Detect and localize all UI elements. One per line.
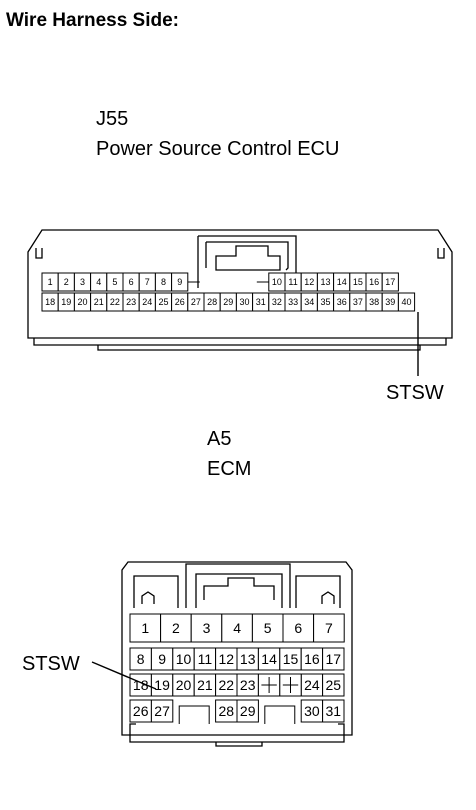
connector2-terminal-6-label: 6 [294, 620, 302, 636]
connector2-terminal-12-label: 12 [219, 651, 235, 667]
connector2-terminal-2-label: 2 [172, 620, 180, 636]
connector2-terminal-3 [190, 613, 223, 643]
connector2-terminal-13-label: 13 [240, 651, 256, 667]
connector2-terminal-31-label: 31 [326, 703, 342, 719]
connector1-terminal-4-label: 4 [96, 277, 101, 287]
connector1-terminal-19-label: 19 [61, 297, 71, 307]
connector1-terminal-7-label: 7 [145, 277, 150, 287]
connector1-terminal-27-label: 27 [191, 297, 201, 307]
connector1-terminal-12-label: 12 [304, 277, 314, 287]
connector1-terminal-9-label: 9 [177, 277, 182, 287]
connector1-terminal-23-label: 23 [126, 297, 136, 307]
connector1-terminal-28-label: 28 [207, 297, 217, 307]
connector2-terminal-3-label: 3 [203, 620, 211, 636]
connector2-terminal-22-label: 22 [219, 677, 235, 693]
connector2-terminal-29 [236, 699, 259, 723]
connector2-name: ECM [207, 458, 252, 480]
connector1-terminal-5-label: 5 [112, 277, 117, 287]
connector1-terminal-29-label: 29 [223, 297, 233, 307]
connector2-terminal-23-label: 23 [240, 677, 256, 693]
connector2-terminal-17 [322, 647, 345, 671]
connector2-terminal-25-label: 25 [326, 677, 342, 693]
connector2-terminal-15-label: 15 [283, 651, 299, 667]
connector2-housing [121, 561, 353, 747]
connector1-terminal-18-label: 18 [45, 297, 55, 307]
connector1-terminal-13-label: 13 [320, 277, 330, 287]
connector1-terminal-17-label: 17 [385, 277, 395, 287]
connector1-terminal-11-label: 11 [288, 277, 297, 287]
connector1-terminal-25-label: 25 [158, 297, 168, 307]
connector2-terminal-14-label: 14 [261, 651, 277, 667]
connector1-housing [27, 229, 453, 351]
connector2-terminal-11-label: 11 [198, 651, 213, 667]
connector2-terminal-21-label: 21 [197, 677, 213, 693]
connector1-terminal-1-label: 1 [48, 277, 53, 287]
connector1-terminal-32-label: 32 [272, 297, 282, 307]
connector1-terminal-10-label: 10 [272, 277, 282, 287]
connector2-code: A5 [207, 428, 232, 450]
connector2-signal-lead [91, 661, 157, 690]
connector2-terminal-8-label: 8 [137, 651, 145, 667]
connector1-terminal-22-label: 22 [110, 297, 120, 307]
connector1-terminal-31-label: 31 [256, 297, 266, 307]
connector1-terminal-14-label: 14 [337, 277, 347, 287]
connector2-terminal-29-label: 29 [240, 703, 256, 719]
connector1-terminal-24-label: 24 [142, 297, 152, 307]
connector2-terminal-1-label: 1 [141, 620, 149, 636]
connector1-terminal-37-label: 37 [353, 297, 363, 307]
connector2-terminal-31 [322, 699, 345, 723]
connector1-terminal-30-label: 30 [239, 297, 249, 307]
connector2-terminal-27-label: 27 [154, 703, 170, 719]
connector2-terminal-17-label: 17 [326, 651, 342, 667]
connector1-terminal-26-label: 26 [175, 297, 185, 307]
connector2-terminal-1 [129, 613, 162, 643]
connector2-terminal-7-label: 7 [325, 620, 333, 636]
connector2-terminal-26-label: 26 [133, 703, 149, 719]
connector1-terminal-3-label: 3 [80, 277, 85, 287]
connector2-terminal-5-label: 5 [264, 620, 272, 636]
connector1-terminal-33-label: 33 [288, 297, 298, 307]
connector1-terminal-2-label: 2 [64, 277, 69, 287]
connector1-terminal-15-label: 15 [353, 277, 363, 287]
connector1-terminal-34-label: 34 [304, 297, 314, 307]
connector2-terminal-27 [150, 699, 174, 723]
connector2-terminal-6 [282, 613, 315, 643]
connector1-terminal-39-label: 39 [385, 297, 395, 307]
connector2-terminal-30-label: 30 [304, 703, 320, 719]
connector1-code: J55 [96, 108, 129, 130]
connector1-terminal-36-label: 36 [337, 297, 347, 307]
connector1-terminal-6-label: 6 [129, 277, 134, 287]
connector1-terminal-40-label: 40 [401, 297, 411, 307]
connector1-signal-label: STSW [386, 382, 444, 404]
connector1-name: Power Source Control ECU [96, 138, 340, 160]
connector2-key-slot [264, 705, 296, 724]
connector2-terminal-25 [322, 673, 345, 697]
connector1-terminal-16-label: 16 [369, 277, 379, 287]
page-title: Wire Harness Side: [6, 10, 180, 31]
connector2-terminal-16-label: 16 [304, 651, 320, 667]
connector1-terminal-21-label: 21 [94, 297, 104, 307]
connector1-terminal-17 [381, 272, 399, 292]
connector1-terminal-8-label: 8 [161, 277, 166, 287]
connector1-terminal-40 [397, 292, 416, 312]
connector1-terminal-20-label: 20 [77, 297, 87, 307]
connector2-terminal-24-label: 24 [304, 677, 320, 693]
connector2-terminal-10-label: 10 [176, 651, 192, 667]
connector2-signal-label: STSW [22, 653, 80, 675]
connector1-terminal-35-label: 35 [320, 297, 330, 307]
connector2-terminal-9-label: 9 [158, 651, 166, 667]
connector2-terminal-20-label: 20 [176, 677, 192, 693]
connector2-terminal-4-label: 4 [233, 620, 241, 636]
connector2-terminal-19-label: 19 [154, 677, 170, 693]
connector2-terminal-28-label: 28 [219, 703, 235, 719]
connector2-terminal-7 [313, 613, 345, 643]
connector2-key-slot [178, 705, 210, 724]
connector1-terminal-38-label: 38 [369, 297, 379, 307]
